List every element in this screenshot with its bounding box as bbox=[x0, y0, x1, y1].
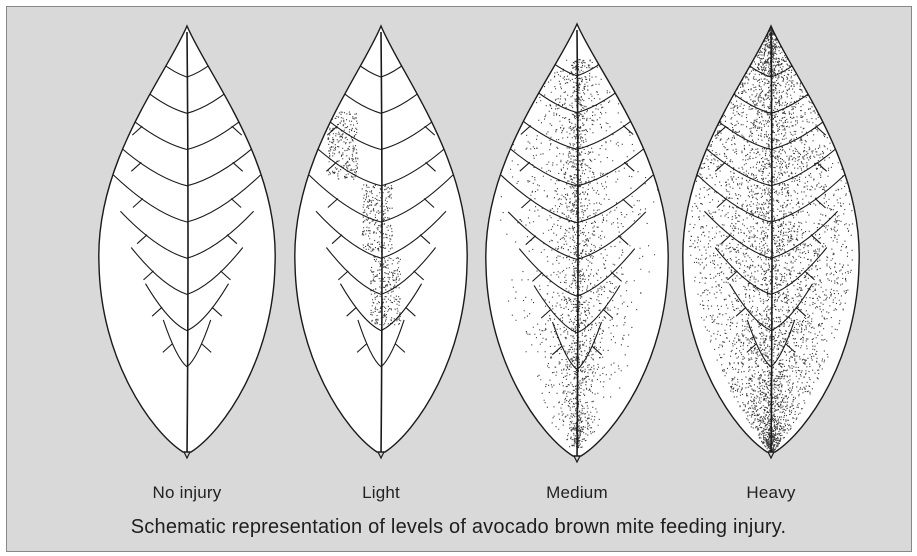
leaf-petiole bbox=[768, 452, 774, 458]
leaf-petiole bbox=[184, 452, 190, 458]
figure-caption: Schematic representation of levels of av… bbox=[0, 516, 917, 539]
leaf-label-medium: Medium bbox=[487, 483, 667, 503]
leaf-label-heavy: Heavy bbox=[681, 483, 861, 503]
leaf-no-injury bbox=[99, 26, 275, 458]
leaf-medium bbox=[486, 24, 668, 462]
leaf-label-light: Light bbox=[291, 483, 471, 503]
leaf-label-no-injury: No injury bbox=[97, 483, 277, 503]
leaf-petiole bbox=[574, 456, 580, 462]
leaf-heavy bbox=[683, 26, 859, 458]
leaf-light bbox=[295, 26, 467, 458]
leaf-petiole bbox=[378, 452, 384, 458]
